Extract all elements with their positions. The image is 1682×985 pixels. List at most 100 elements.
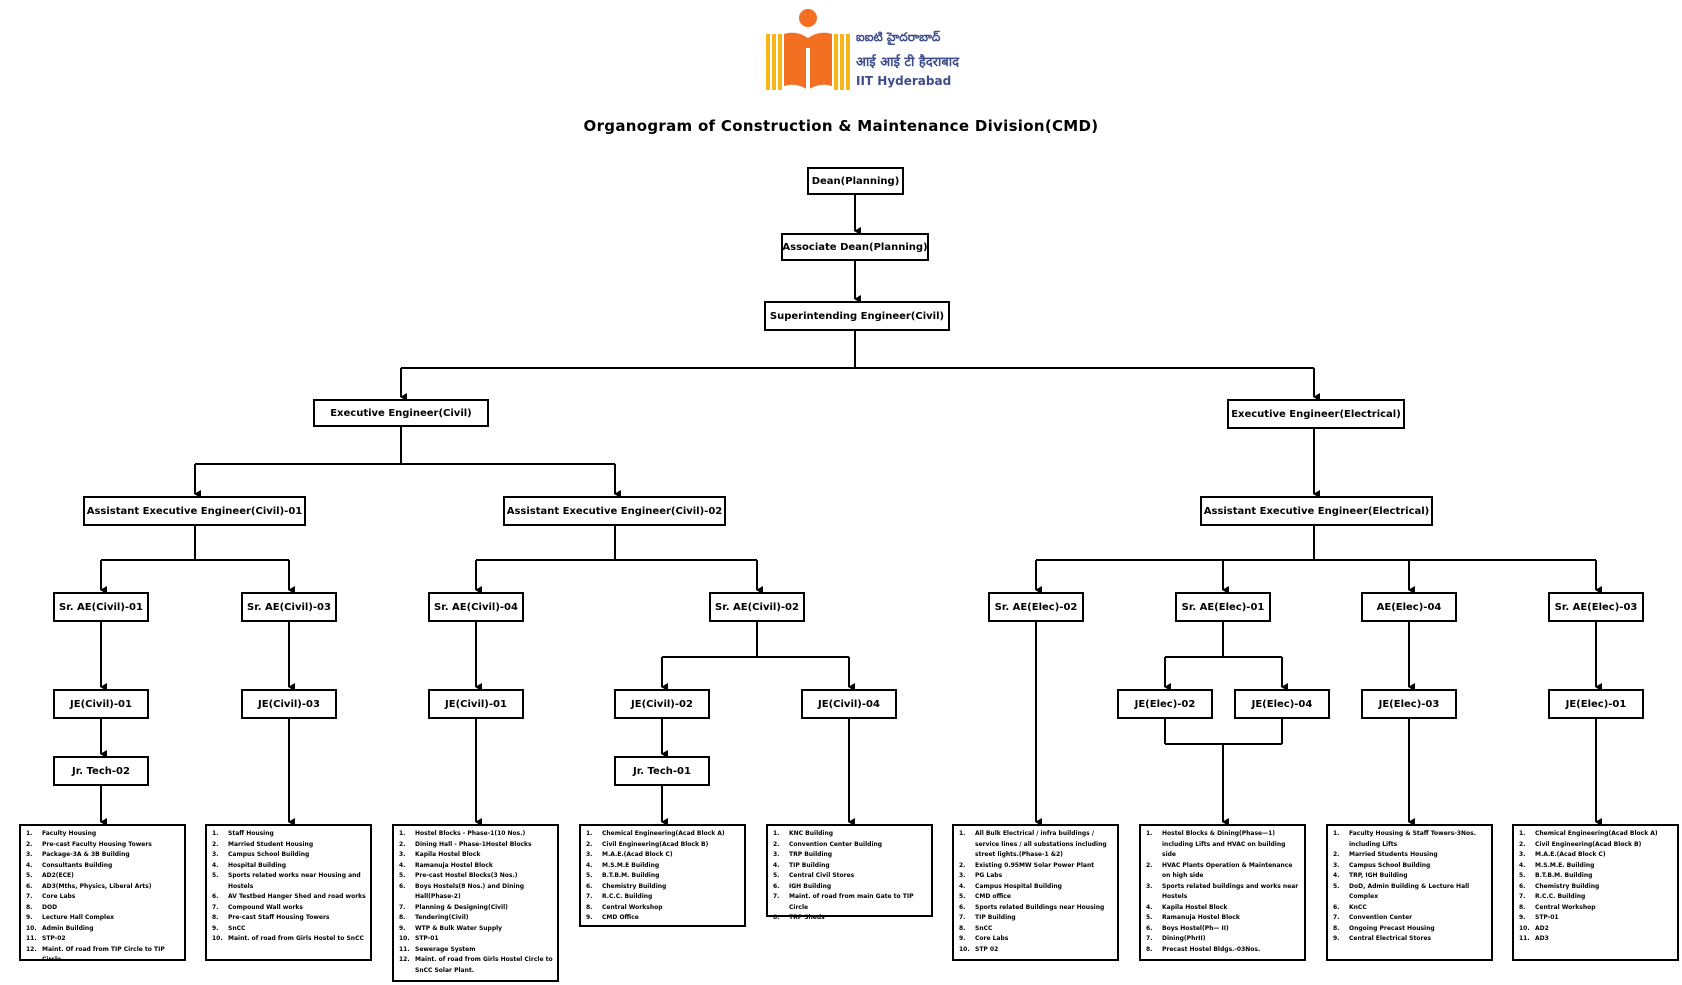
- node-dean-planning: Dean(Planning): [807, 167, 904, 195]
- node-sr-ae-elec-03: Sr. AE(Elec)-03: [1548, 592, 1644, 622]
- iit-hyderabad-logo: ఐఐటి హైదరాబాద్ आई आई टी हैदराबाद IIT Hyd…: [764, 8, 994, 92]
- list-item: 9.SnCC: [212, 924, 246, 932]
- node-ae-elec-04: AE(Elec)-04: [1361, 592, 1457, 622]
- list-item: 9.WTP & Bulk Water Supply: [399, 924, 503, 932]
- list-item: 4.M.S.M.E. Building: [1519, 861, 1595, 869]
- node-aee-civil-02: Assistant Executive Engineer(Civil)-02: [503, 496, 726, 526]
- list-item: 6.Chemistry Building: [586, 882, 667, 890]
- list-item: 8.Precast Hostel Bldgs.-03Nos.: [1146, 945, 1261, 953]
- list-elec-03: 1.Chemical Engineering(Acad Block A)2.Ci…: [1512, 824, 1679, 961]
- list-item: 3.PG Labs: [959, 872, 1003, 879]
- node-sr-ae-elec-01: Sr. AE(Elec)-01: [1175, 592, 1271, 622]
- list-item: 6.Chemistry Building: [1519, 882, 1600, 890]
- node-je-civil-03: JE(Civil)-03: [241, 689, 337, 719]
- list-item: 4.TIP Building: [773, 861, 830, 869]
- node-jr-tech-01: Jr. Tech-01: [614, 756, 710, 786]
- list-item: 5.Ramanuja Hostel Block: [1146, 914, 1240, 921]
- list-civil-04: 1.Hostel Blocks - Phase-1(10 Nos.) 2.Dini…: [392, 824, 559, 982]
- list-item: 1.Hostel Blocks - Phase-1(10 Nos.): [399, 830, 526, 837]
- list-item: 4.M.S.M.E Building: [586, 861, 660, 869]
- list-item: 3.Campus School Building: [212, 851, 310, 858]
- list-item: 2.Pre-cast Faculty Housing Towers: [26, 840, 152, 848]
- list-item: 7.TIP Building: [959, 914, 1016, 921]
- list-item: 11.Sewerage System: [399, 945, 476, 953]
- node-je-civil-01-a: JE(Civil)-01: [53, 689, 149, 719]
- list-item: 10.AD2: [1519, 924, 1549, 932]
- list-item: 7.Core Labs: [26, 893, 76, 900]
- list-elec-01: 1.Hostel Blocks & Dining(Phase—1) includ…: [1139, 824, 1306, 961]
- list-item: 1.Staff Housing: [212, 830, 274, 837]
- list-item: 4.Hospital Building: [212, 861, 287, 869]
- list-item: 12.Maint. Of road from TIP Circle to TIP…: [26, 945, 165, 964]
- list-item: 5.B.T.B.M. Building: [586, 872, 660, 879]
- list-item: 8.Central Workshop: [1519, 903, 1596, 911]
- node-sr-ae-civil-03: Sr. AE(Civil)-03: [241, 592, 337, 622]
- list-item: 3.TRP Building: [773, 851, 833, 858]
- list-item: 8.Ongoing Precast Housing: [1333, 924, 1435, 932]
- list-item: 12.Maint. of road from Girls Hostel Circ…: [399, 956, 553, 974]
- list-item: 7.Maint. of road from main Gate to TIP C…: [773, 893, 914, 911]
- list-item: 9.CMD Office: [586, 914, 639, 921]
- list-item: 6.Boys Hostels(8 Nos.) and Dining Hall(P…: [399, 882, 525, 901]
- list-item: 1.Hostel Blocks & Dining(Phase—1) includ…: [1146, 830, 1286, 858]
- list-item: 2.Married Student Housing: [212, 840, 314, 848]
- list-item: 2.Dining Hall - Phase-1Hostel Blocks: [399, 840, 532, 848]
- list-item: 6.Sports related Buildings near Housing: [959, 903, 1105, 911]
- list-item: 5.DoD, Admin Building & Lecture Hall Com…: [1333, 882, 1470, 901]
- list-item: 9.Core Labs: [959, 935, 1009, 942]
- list-civil-01: 1.Faculty Housing 2.Pre-cast Faculty Hous…: [19, 824, 186, 963]
- list-item: 3.M.A.E.(Acad Block C): [1519, 851, 1606, 858]
- page-title: Organogram of Construction & Maintenance…: [583, 117, 1099, 135]
- list-item: 1.Faculty Housing & Staff Towers-3Nos. i…: [1333, 830, 1476, 848]
- list-item: 11.AD3: [1519, 935, 1549, 942]
- list-item: 7.Convention Center: [1333, 914, 1413, 921]
- list-item: 1.Chemical Engineering(Acad Block A): [586, 830, 725, 837]
- list-item: 7.Planning & Designing(Civil): [399, 903, 508, 911]
- list-item: 8.Tendering(Civil): [399, 914, 469, 921]
- list-item: 8.SnCC: [959, 924, 993, 932]
- list-item: 7.Compound Wall works: [212, 903, 303, 911]
- list-item: 4.TRP, IGH Building: [1333, 872, 1408, 879]
- node-sr-ae-elec-02: Sr. AE(Elec)-02: [988, 592, 1084, 622]
- node-je-elec-02: JE(Elec)-02: [1117, 689, 1213, 719]
- node-jr-tech-02: Jr. Tech-02: [53, 756, 149, 786]
- list-item: 8.TRP Sheds: [773, 914, 825, 921]
- list-item: 10.STP 02: [959, 945, 999, 953]
- list-item: 1.All Bulk Electrical / infra buildings …: [959, 830, 1107, 858]
- node-executive-engineer-civil: Executive Engineer(Civil): [313, 399, 489, 427]
- list-item: 8.Central Workshop: [586, 903, 663, 911]
- logo-english-text: IIT Hyderabad: [856, 74, 952, 88]
- list-item: 6.KnCC: [1333, 903, 1367, 911]
- list-item: 2.Civil Engineering(Acad Block B): [1519, 840, 1642, 848]
- node-je-elec-01: JE(Elec)-01: [1548, 689, 1644, 719]
- node-sr-ae-civil-01: Sr. AE(Civil)-01: [53, 592, 149, 622]
- list-item: 9.Central Electrical Stores: [1333, 935, 1432, 942]
- logo-emblem-icon: [766, 9, 850, 90]
- list-item: 2.Existing 0.95MW Solar Power Plant: [959, 861, 1095, 869]
- list-item: 6.IGH Building: [773, 882, 832, 890]
- list-item: 7.Dining(PhrII): [1146, 935, 1206, 942]
- node-aee-civil-01: Assistant Executive Engineer(Civil)-01: [83, 496, 306, 526]
- node-superintending-engineer-civil: Superintending Engineer(Civil): [764, 301, 950, 331]
- list-item: 4.Campus Hospital Building: [959, 882, 1062, 890]
- list-elec-02: 1.All Bulk Electrical / infra buildings …: [952, 824, 1119, 961]
- list-item: 5.Sports related works near Housing and …: [212, 872, 361, 890]
- list-item: 3.Package-3A & 3B Building: [26, 851, 130, 858]
- list-item: 9.Lecture Hall Complex: [26, 914, 115, 921]
- list-item: 2.Married Students Housing: [1333, 851, 1438, 858]
- list-item: 10.Maint. of road from Girls Hostel to S…: [212, 935, 364, 942]
- list-item: 3.M.A.E.(Acad Block C): [586, 851, 673, 858]
- list-item: 8.Pre-cast Staff Housing Towers: [212, 914, 330, 921]
- list-item: 6.Boys Hostel(Ph— II): [1146, 924, 1229, 932]
- list-item: 8.DOD: [26, 903, 58, 911]
- list-item: 10.STP-01: [399, 935, 439, 942]
- logo-hindi-text: आई आई टी हैदराबाद: [856, 55, 960, 70]
- list-item: 3.Campus School Building: [1333, 861, 1431, 869]
- list-item: 2.Civil Engineering(Acad Block B): [586, 840, 709, 848]
- list-item: 1.Faculty Housing: [26, 830, 97, 837]
- list-item: 5.Central Civil Stores: [773, 872, 855, 879]
- list-item: 7.R.C.C. Building: [586, 893, 653, 900]
- node-je-civil-01-b: JE(Civil)-01: [428, 689, 524, 719]
